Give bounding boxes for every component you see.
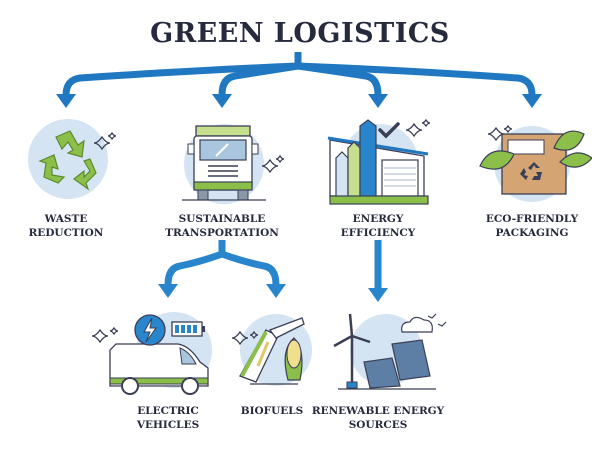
node-label-renewable-energy-sources: RENEWABLE ENERGY SOURCES: [311, 405, 445, 431]
arrowhead-electric: [158, 284, 178, 298]
arrow-to-sustainable-transportation: [218, 62, 299, 96]
arrow-to-eco-friendly-packaging: [297, 62, 536, 96]
arrow-to-waste-reduction: [62, 62, 299, 96]
sparkle-icon: [405, 122, 423, 138]
arrowhead-biofuels: [266, 284, 286, 298]
wind-turbine-icon: [333, 313, 371, 389]
corn-icon: [286, 339, 302, 369]
fuel-pump-icon: [231, 314, 312, 386]
node-label-electric-vehicles: ELECTRIC VEHICLES: [136, 405, 200, 431]
sparkle-icon: [231, 330, 249, 346]
solar-panel-icon: [363, 339, 431, 389]
building-icon: [327, 118, 431, 205]
arrowhead-packaging: [522, 94, 542, 108]
arrowhead-renewable: [368, 288, 388, 302]
recycle-icon: [28, 119, 116, 199]
arrowhead-transport: [212, 94, 232, 108]
sparkle-icon: [261, 158, 279, 174]
node-label-biofuels: BIOFUELS: [240, 405, 304, 417]
arrow-to-biofuels: [220, 250, 280, 286]
node-label-sustainable-transportation: SUSTAINABLE TRANSPORTATION: [165, 213, 279, 239]
node-label-waste-reduction: WASTE REDUCTION: [28, 213, 104, 239]
cloud-icon: [401, 316, 433, 333]
wind-solar-icon: [333, 313, 447, 390]
diagram-title: GREEN LOGISTICS: [150, 18, 450, 49]
arrowhead-waste: [56, 94, 76, 108]
truck-icon: [182, 124, 285, 204]
lightning-icon: [143, 317, 157, 343]
bird-icon: [427, 313, 437, 319]
recycle-symbol-icon: [520, 162, 542, 180]
sparkle-icon: [91, 328, 109, 344]
package-icon: [479, 124, 592, 202]
sparkle-icon: [93, 135, 111, 151]
node-label-energy-efficiency: ENERGY EFFICIENCY: [340, 213, 416, 239]
checkmark-icon: [378, 122, 400, 139]
electric-van-icon: [91, 312, 212, 395]
sparkle-icon: [487, 126, 505, 142]
arrow-to-electric-vehicles: [164, 250, 224, 286]
node-label-eco-friendly-packaging: ECO-FRIENDLY PACKAGING: [485, 213, 579, 239]
arrowhead-energy: [368, 94, 388, 108]
